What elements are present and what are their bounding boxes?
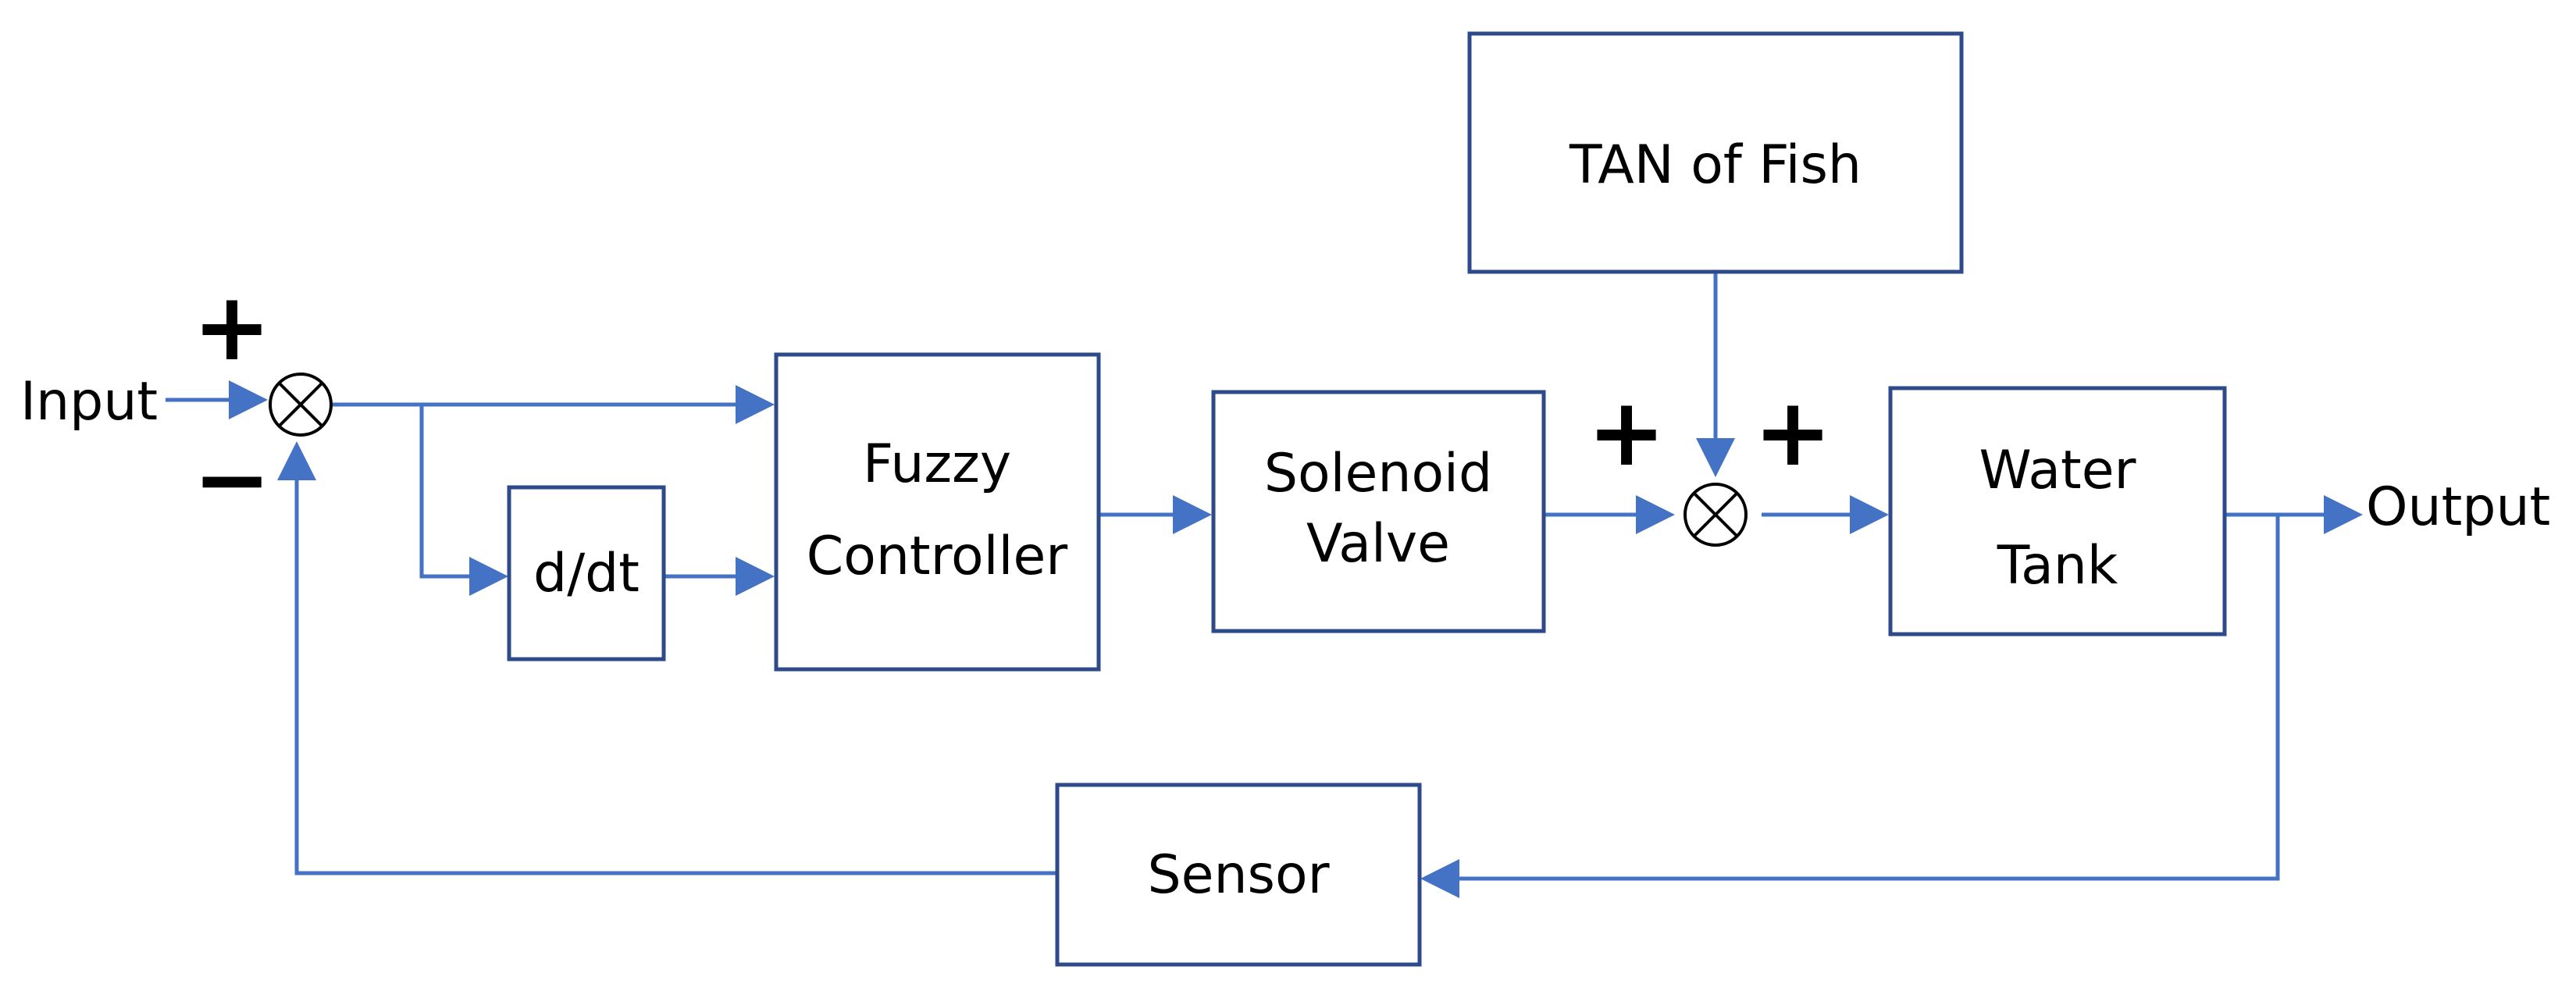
input-label: Input bbox=[20, 371, 158, 433]
derivative-block: d/dt bbox=[507, 485, 666, 661]
sum1-minus-sign: − bbox=[193, 426, 272, 534]
fuzzy-controller-label-line2: Controller bbox=[807, 526, 1068, 587]
derivative-label: d/dt bbox=[533, 543, 640, 604]
tan-of-fish-label: TAN of Fish bbox=[1569, 134, 1862, 196]
solenoid-valve-block: Solenoid Valve bbox=[1211, 390, 1546, 633]
water-tank-block: Water Tank bbox=[1888, 386, 2227, 637]
sensor-block: Sensor bbox=[1055, 783, 1422, 967]
output-label: Output bbox=[2366, 476, 2550, 538]
derivative-branch-wire bbox=[419, 405, 508, 596]
solenoid-valve-label-line1: Solenoid bbox=[1264, 443, 1492, 505]
summing-junction-input bbox=[269, 373, 333, 437]
sensor-label: Sensor bbox=[1147, 844, 1329, 906]
fuzzy-controller-label-line1: Fuzzy bbox=[863, 433, 1011, 495]
water-tank-label-line1: Water bbox=[1979, 440, 2136, 501]
solenoid-valve-label-line2: Valve bbox=[1306, 513, 1450, 575]
feedback-to-sum-wire bbox=[277, 441, 1057, 875]
feedback-to-sensor-wire bbox=[1420, 515, 2280, 898]
fuzzy-controller-block: Fuzzy Controller bbox=[774, 352, 1101, 672]
summing-junction-disturbance bbox=[1683, 483, 1748, 547]
sum2-left-plus-sign: + bbox=[1587, 379, 1666, 487]
water-tank-label-line2: Tank bbox=[1997, 535, 2118, 597]
sum1-plus-sign: + bbox=[193, 273, 272, 382]
tan-of-fish-block: TAN of Fish bbox=[1467, 31, 1964, 274]
sum2-right-plus-sign: + bbox=[1754, 379, 1833, 487]
